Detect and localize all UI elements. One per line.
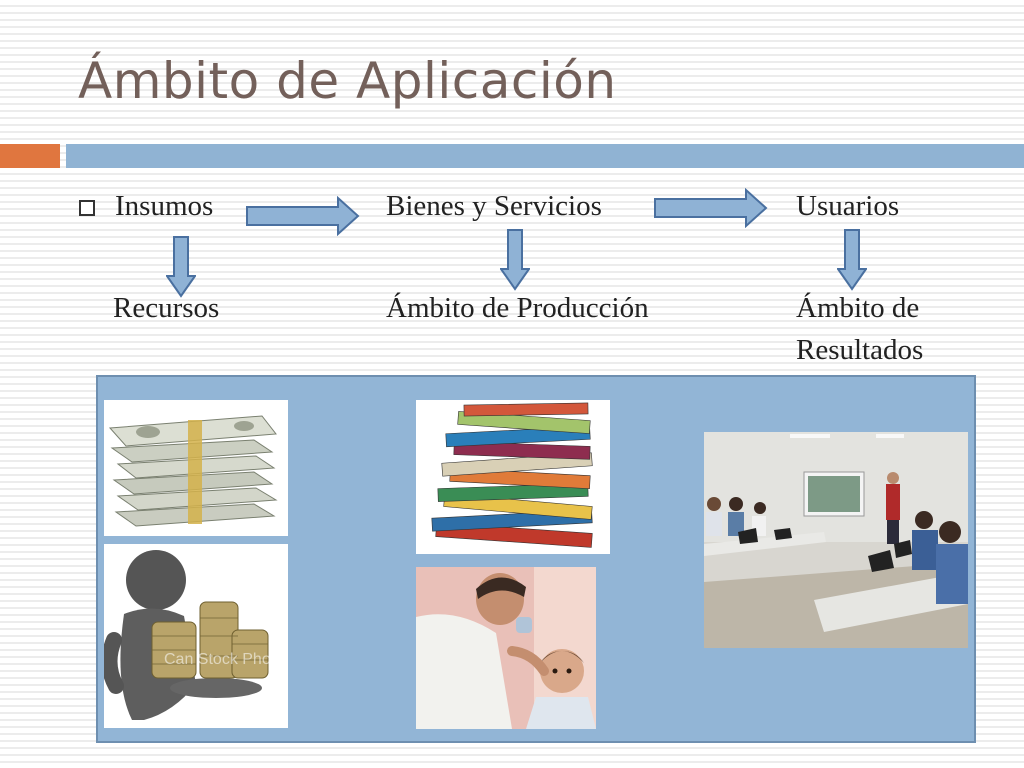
flow-label-bienes-servicios: Bienes y Servicios <box>386 190 602 222</box>
down-arrow-icon <box>166 236 196 298</box>
doctor-child-image <box>416 567 596 729</box>
flow-label-insumos: Insumos <box>115 190 214 222</box>
slide-title: Ámbito de Aplicación <box>78 52 617 110</box>
accent-bar-orange <box>0 144 60 168</box>
books-stack-image <box>416 400 610 554</box>
right-arrow-icon <box>246 196 360 236</box>
flow-label-ambito-de: Ámbito de <box>796 292 920 324</box>
coins-figure-image: Can Stock Photo <box>104 544 288 728</box>
accent-bar-blue <box>66 144 1024 168</box>
watermark-text: Can Stock Photo <box>164 651 284 668</box>
flow-label-recursos: Recursos <box>113 292 220 324</box>
flow-label-resultados: Resultados <box>796 334 924 366</box>
flow-label-ambito-produccion: Ámbito de Producción <box>386 292 649 324</box>
flow-label-usuarios: Usuarios <box>796 190 900 222</box>
classroom-image <box>704 432 968 648</box>
bullet-square-icon <box>79 200 95 216</box>
right-arrow-icon <box>654 188 768 228</box>
down-arrow-icon <box>837 229 867 291</box>
money-stacks-image <box>104 400 288 536</box>
down-arrow-icon <box>500 229 530 291</box>
